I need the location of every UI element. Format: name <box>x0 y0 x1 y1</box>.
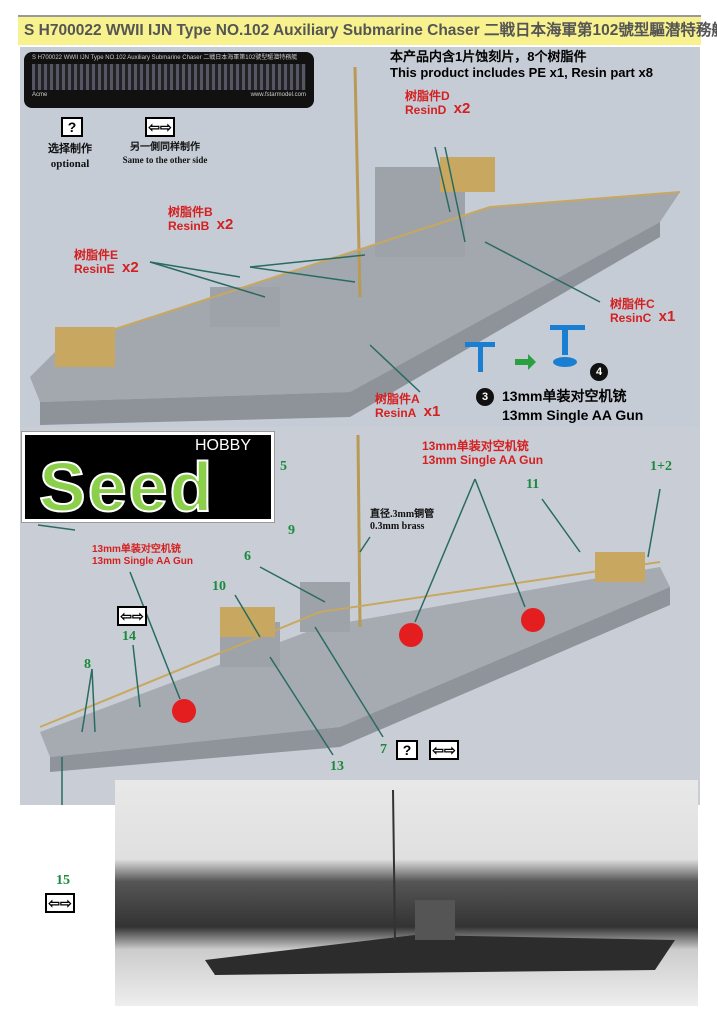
part-1-2-label: 1+2 <box>650 459 672 474</box>
optional-label-cn: 选择制作 <box>48 143 92 155</box>
aa-gun-diagram <box>465 325 585 372</box>
seed-hobby-logo: HOBBY Seed <box>21 431 275 526</box>
step-4-badge: 4 <box>590 363 608 381</box>
logo-sub: HOBBY <box>194 437 251 454</box>
logo-brand: Seed <box>38 448 215 526</box>
other-side-icon: ⇦⇨ <box>145 117 175 137</box>
resin-d-qty: x2 <box>453 100 471 117</box>
part-15-label: 15 <box>56 873 70 888</box>
contents-en: This product includes PE x1, Resin part … <box>390 65 653 80</box>
aa-gun-cn: 13mm单装对空机铳 <box>502 388 627 404</box>
resin-b-qty: x2 <box>216 216 234 233</box>
aa-gun-position <box>399 623 423 647</box>
resin-a-qty: x1 <box>423 403 441 420</box>
part-6-label: 6 <box>244 549 251 564</box>
pe-url: www.fstarmodel.com <box>250 92 306 98</box>
part-14-label: 14 <box>122 629 136 644</box>
part-8-label: 8 <box>84 657 91 672</box>
part-10-label: 10 <box>212 579 226 594</box>
step-3-badge: 3 <box>476 388 494 406</box>
part-9-label: 9 <box>288 523 295 538</box>
ship-render-top <box>30 66 681 425</box>
pe-frets <box>32 64 306 90</box>
optional-icon: ? <box>61 117 83 137</box>
part-11-label: 11 <box>526 477 540 492</box>
aa-gun-en: 13mm Single AA Gun <box>502 407 644 423</box>
pe-brand: Acme <box>32 92 48 98</box>
historical-photo <box>115 780 698 1006</box>
other-side-icon: ⇦⇨ <box>429 740 459 760</box>
photo-ship-silhouette <box>205 789 675 975</box>
pe-sheet-title: S H700022 WWII IJN Type NO.102 Auxiliary… <box>32 55 298 61</box>
pe-sheet-image: S H700022 WWII IJN Type NO.102 Auxiliary… <box>24 52 314 108</box>
aa-gun-position <box>172 699 196 723</box>
resin-c-qty: x1 <box>658 308 676 325</box>
aa-gun-position <box>521 608 545 632</box>
part-13-label: 13 <box>330 759 344 774</box>
part-7-label: 7 <box>380 742 387 757</box>
optional-label-en: optional <box>50 158 90 170</box>
other-side-label-en: Same to the other side <box>122 155 208 165</box>
ship-render-bottom <box>37 434 670 805</box>
optional-icon: ? <box>396 740 418 760</box>
title-bar: S H700022 WWII IJN Type NO.102 Auxiliary… <box>18 15 717 45</box>
resin-e-qty: x2 <box>122 259 139 276</box>
resin-parts-panel: S H700022 WWII IJN Type NO.102 Auxiliary… <box>20 47 700 427</box>
other-side-icon: ⇦⇨ <box>117 606 147 626</box>
other-side-icon: ⇦⇨ <box>45 893 75 913</box>
contents-cn: 本产品内含1片蚀刻片，8个树脂件 <box>390 49 587 64</box>
other-side-label-cn: 另一側同样制作 <box>130 142 200 153</box>
part-5-label: 5 <box>280 459 287 474</box>
